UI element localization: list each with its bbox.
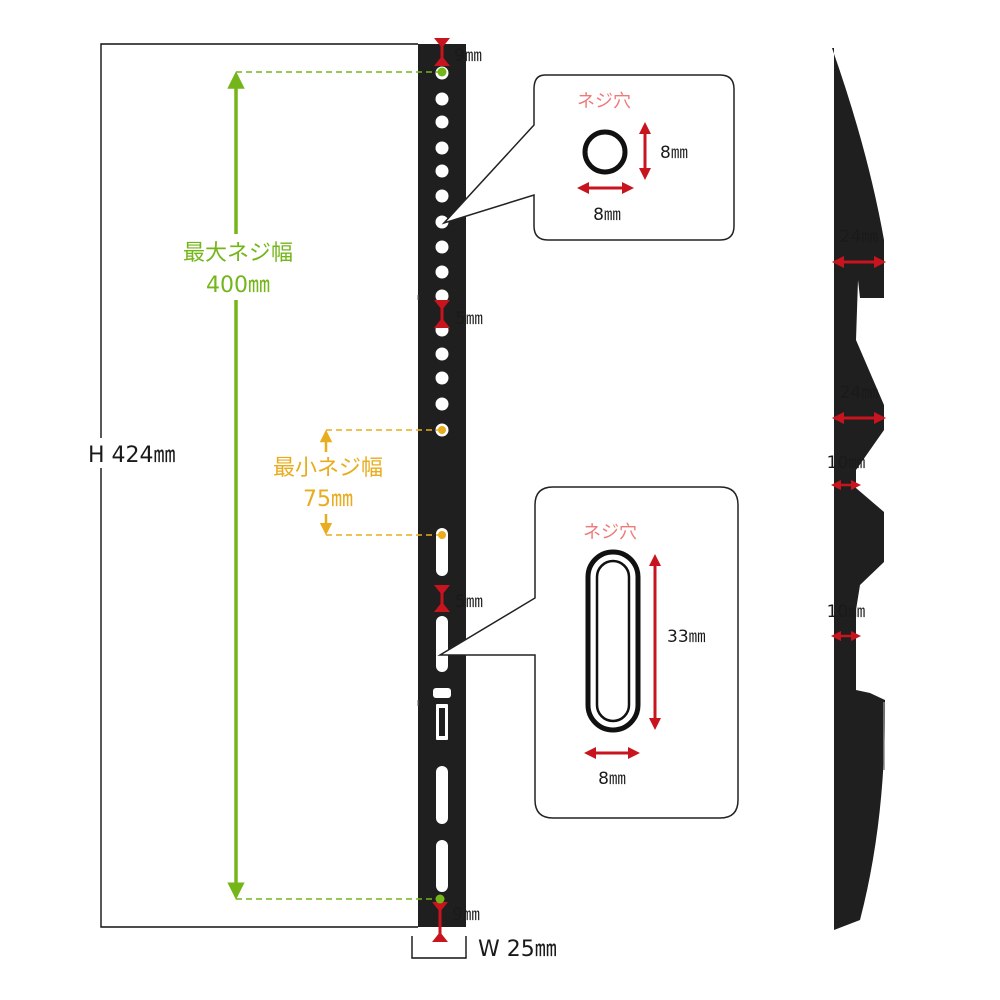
- front-bracket: [417, 44, 466, 927]
- width-dimension: W 25㎜: [411, 936, 557, 962]
- max-pitch-dimension: 最大ネジ幅 400㎜: [160, 67, 447, 904]
- callout-slot-hole: ネジ穴 33㎜ 8㎜: [437, 486, 739, 819]
- round-height-label: 8㎜: [660, 143, 688, 163]
- max-pitch-value: 400㎜: [206, 273, 270, 298]
- slot-hole-inner: [595, 559, 631, 723]
- slot-hole-outer: [585, 549, 641, 733]
- side-dimension-4: 10㎜: [827, 602, 866, 641]
- min-pitch-title: 最小ネジ幅: [273, 456, 383, 481]
- side-profile: [832, 48, 886, 930]
- callout-round-hole: ネジ穴 8㎜ 8㎜: [441, 74, 735, 241]
- callout-round-title: ネジ穴: [577, 91, 631, 112]
- edge-bottom-dimension: 9㎜: [432, 902, 480, 942]
- min-pitch-value: 75㎜: [303, 487, 353, 512]
- gap-upper-label: 5㎜: [455, 309, 483, 329]
- side-dimension-1: 24㎜: [832, 227, 886, 268]
- width-label: W 25㎜: [478, 937, 557, 962]
- round-holes: [435, 66, 449, 437]
- gap-lower-dimension: 5㎜: [434, 585, 483, 612]
- side-label-2: 24㎜: [840, 383, 879, 403]
- side-dimension-2: 24㎜: [832, 383, 886, 424]
- edge-bottom-label: 9㎜: [452, 905, 480, 925]
- round-hole-detail: [582, 129, 628, 175]
- callout-slot-title: ネジ穴: [583, 522, 637, 543]
- height-dimension: H 424㎜: [86, 43, 418, 928]
- gap-upper-dimension: 5㎜: [434, 300, 483, 329]
- round-width-label: 8㎜: [593, 205, 621, 225]
- slot-width-label: 8㎜: [598, 769, 626, 789]
- side-label-3: 10㎜: [827, 453, 866, 473]
- max-pitch-title: 最大ネジ幅: [183, 241, 293, 266]
- side-dimension-3: 10㎜: [827, 453, 866, 490]
- min-pitch-dimension: 最小ネジ幅 75㎜: [256, 426, 446, 539]
- edge-top-label: 9㎜: [454, 46, 482, 66]
- edge-top-dimension: 9㎜: [434, 38, 482, 66]
- side-label-1: 24㎜: [840, 227, 879, 247]
- slot-height-label: 33㎜: [667, 627, 706, 647]
- side-label-4: 10㎜: [827, 602, 866, 622]
- side-profile-shape: [832, 48, 886, 930]
- height-label: H 424㎜: [88, 443, 176, 468]
- gap-lower-label: 5㎜: [455, 592, 483, 612]
